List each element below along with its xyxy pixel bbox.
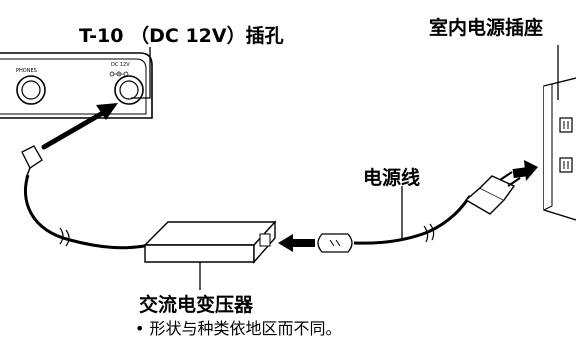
outlet-label: 室内电源插座 [429,17,544,39]
wall-outlet [543,45,576,221]
dc-label: DC 12V [111,62,130,68]
jack-leader-line [131,47,151,99]
dc-plug [21,145,43,179]
power-cord [353,195,472,245]
appliance-coupler [317,233,353,253]
plug-in-arrow [41,103,118,150]
region-note: • 形状与种类依地区而不同。 [135,319,342,338]
phones-jack [16,75,46,105]
power-cord-label: 电源线 [363,167,421,189]
wall-plug [464,171,521,215]
polarity-icon [109,71,129,77]
dc-cable [23,174,151,250]
adapter-arrow [278,234,315,252]
ac-adapter-body [143,220,277,264]
outlet-arrow [512,160,538,181]
adapter-label: 交流电变压器 [139,294,254,316]
phones-label: PHONES [16,68,37,74]
dc-jack [114,75,144,105]
jack-label: T-10 （DC 12V）插孔 [79,25,284,47]
